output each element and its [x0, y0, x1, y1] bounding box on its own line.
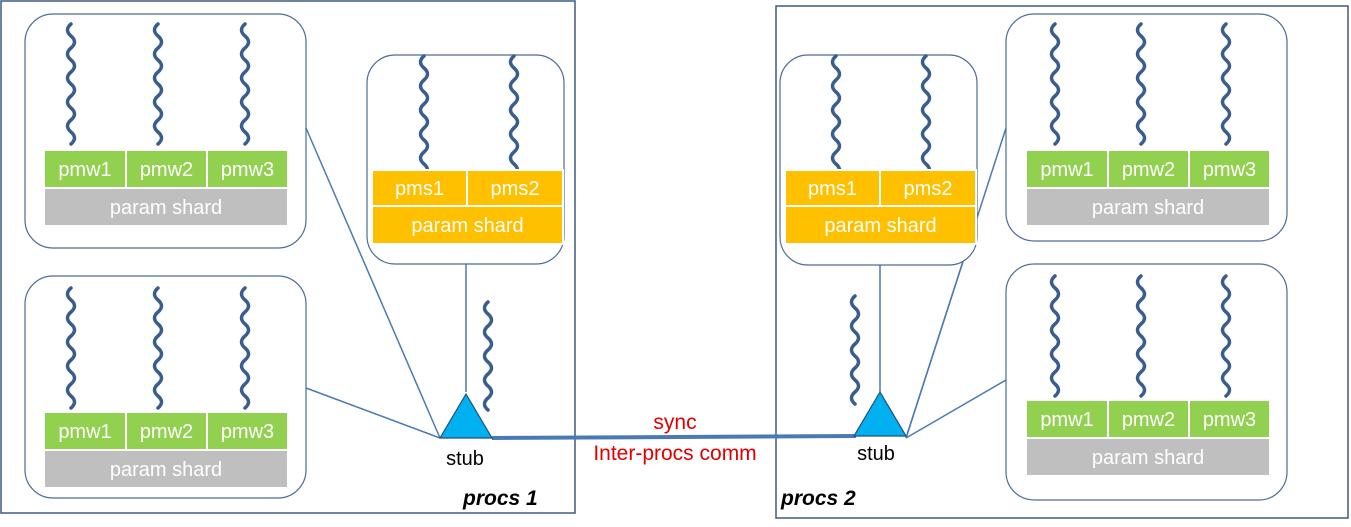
pmw1-cell: [1025, 149, 1109, 189]
stub-label: stub: [857, 443, 895, 465]
param-shard-label: param shard: [411, 215, 523, 237]
pmw3-cell: [206, 149, 289, 189]
param-shard-label: param shard: [1092, 197, 1204, 219]
pms2-label: pms2: [491, 178, 540, 200]
thread-icon: [65, 22, 77, 146]
procs-2-label: procs 2: [780, 487, 856, 510]
stub-label: stub: [446, 448, 484, 470]
pmw3-cell: [1188, 399, 1271, 439]
thread-icon: [830, 54, 842, 178]
pmw2-label: pmw2: [1122, 409, 1175, 431]
server-group: pms1 pms2 param shard: [779, 54, 978, 266]
param-shard-label: param shard: [110, 197, 222, 219]
thread-icon: [152, 22, 164, 146]
thread-icon: [418, 54, 430, 178]
thread-icon: [152, 286, 164, 410]
param-shard-cell: [43, 449, 289, 489]
thread-icon: [239, 286, 251, 410]
thread-icon: [1220, 22, 1232, 146]
pmw1-label: pmw1: [58, 159, 111, 181]
sync-link-line: [491, 434, 857, 440]
connector-line: [905, 379, 1007, 439]
worker-group: pmw1 pmw2 pmw3 param shard: [24, 275, 307, 499]
param-shard-cell: [1025, 437, 1271, 477]
pms1-label: pms1: [808, 178, 857, 200]
worker-group: pmw1 pmw2 pmw3 param shard: [24, 13, 307, 249]
pmw3-cell: [1188, 149, 1271, 189]
procs-1-label: procs 1: [462, 487, 538, 510]
pmw1-label: pmw1: [1040, 409, 1093, 431]
pms1-cell: [371, 169, 468, 207]
param-shard-label: param shard: [1092, 447, 1204, 469]
sync-label: sync: [653, 411, 696, 434]
param-shard-cell: [1025, 187, 1271, 227]
pmw3-label: pmw3: [1203, 409, 1256, 431]
stub-thread-icon: [849, 294, 861, 406]
stub-thread-icon: [482, 300, 494, 412]
thread-icon: [1220, 274, 1232, 398]
param-shard-cell: [784, 205, 977, 245]
procs-1-box: [0, 0, 576, 514]
pmw3-label: pmw3: [221, 159, 274, 181]
thread-icon: [239, 22, 251, 146]
pmw1-label: pmw1: [1040, 159, 1093, 181]
pms1-label: pms1: [395, 178, 444, 200]
param-shard-cell: [43, 187, 289, 227]
thread-icon: [1049, 274, 1061, 398]
pms2-label: pms2: [904, 178, 953, 200]
pmw2-label: pmw2: [1122, 159, 1175, 181]
stub-icon: [852, 390, 908, 437]
thread-icon: [508, 54, 520, 178]
procs-2-box: [775, 5, 1349, 519]
thread-icon: [65, 286, 77, 410]
thread-icon: [1135, 274, 1147, 398]
pmw3-label: pmw3: [221, 421, 274, 443]
pmw1-cell: [43, 149, 127, 189]
thread-icon: [1049, 22, 1061, 146]
thread-icon: [1135, 22, 1147, 146]
pmw2-label: pmw2: [140, 421, 193, 443]
param-shard-label: param shard: [110, 459, 222, 481]
param-shard-cell: [371, 205, 564, 245]
pmw2-cell: [1107, 149, 1190, 189]
pmw2-label: pmw2: [140, 159, 193, 181]
pms2-cell: [466, 169, 564, 207]
stub-icon: [438, 392, 494, 439]
worker-group: pmw1 pmw2 pmw3 param shard: [1005, 13, 1288, 242]
connector-line: [905, 127, 1007, 439]
connector-line: [305, 387, 441, 439]
param-shard-label: param shard: [824, 215, 936, 237]
pmw1-cell: [43, 411, 127, 451]
pmw3-label: pmw3: [1203, 159, 1256, 181]
server-group: pms1 pms2 param shard: [366, 54, 565, 265]
pmw1-label: pmw1: [58, 421, 111, 443]
thread-icon: [920, 54, 932, 178]
pmw3-cell: [206, 411, 289, 451]
pms2-cell: [879, 169, 977, 207]
inter-procs-comm-label: Inter-procs comm: [593, 442, 756, 465]
worker-group: pmw1 pmw2 pmw3 param shard: [1005, 263, 1288, 501]
connector-line: [305, 127, 441, 439]
